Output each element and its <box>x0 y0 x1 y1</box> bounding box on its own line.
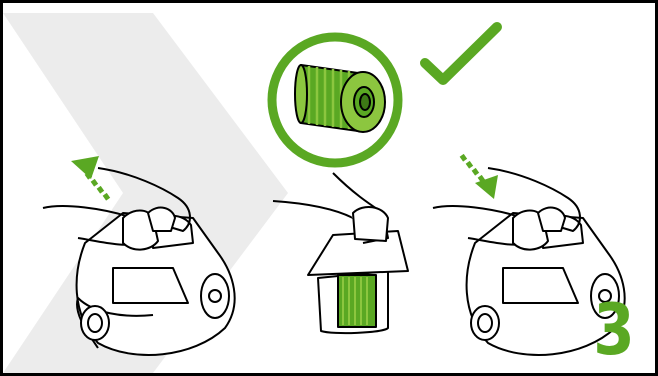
step-number: 3 <box>594 295 635 365</box>
filter-icon <box>295 65 385 132</box>
checkmark-icon <box>425 27 497 80</box>
filter-ok-badge <box>3 3 655 373</box>
